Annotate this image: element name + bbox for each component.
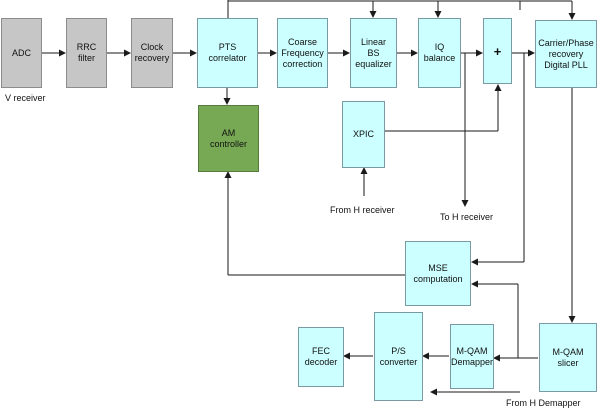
- carrier-phase-recovery-block: Carrier/Phase recovery Digital PLL: [535, 20, 597, 88]
- adder-block: +: [483, 18, 512, 84]
- linear-bs-equalizer-block: Linear BS equalizer: [350, 18, 397, 88]
- fec-decoder-block: FEC decoder: [298, 327, 344, 387]
- am-controller-block: AM controller: [198, 105, 259, 172]
- coarse-frequency-correction-block: Coarse Frequency correction: [277, 18, 328, 88]
- pts-correlator-block: PTS correlator: [197, 18, 258, 88]
- from-h-demapper-label: From H Demapper: [506, 398, 581, 408]
- mse-computation-block: MSE computation: [405, 241, 471, 306]
- iq-balance-block: IQ balance: [418, 18, 461, 88]
- rrc-filter-block: RRC filter: [66, 18, 107, 88]
- ps-converter-block: P/S converter: [374, 312, 423, 401]
- v-receiver-label: V receiver: [5, 93, 46, 103]
- mqam-demapper-block: M-QAM Demapper: [450, 324, 494, 389]
- adc-block: ADC: [1, 18, 42, 88]
- mqam-slicer-block: M-QAM slicer: [539, 323, 597, 392]
- to-h-receiver-label: To H receiver: [440, 212, 494, 222]
- from-h-receiver-label: From H receiver: [330, 205, 395, 215]
- xpic-block: XPIC: [342, 101, 385, 168]
- clock-recovery-block: Clock recovery: [131, 18, 173, 88]
